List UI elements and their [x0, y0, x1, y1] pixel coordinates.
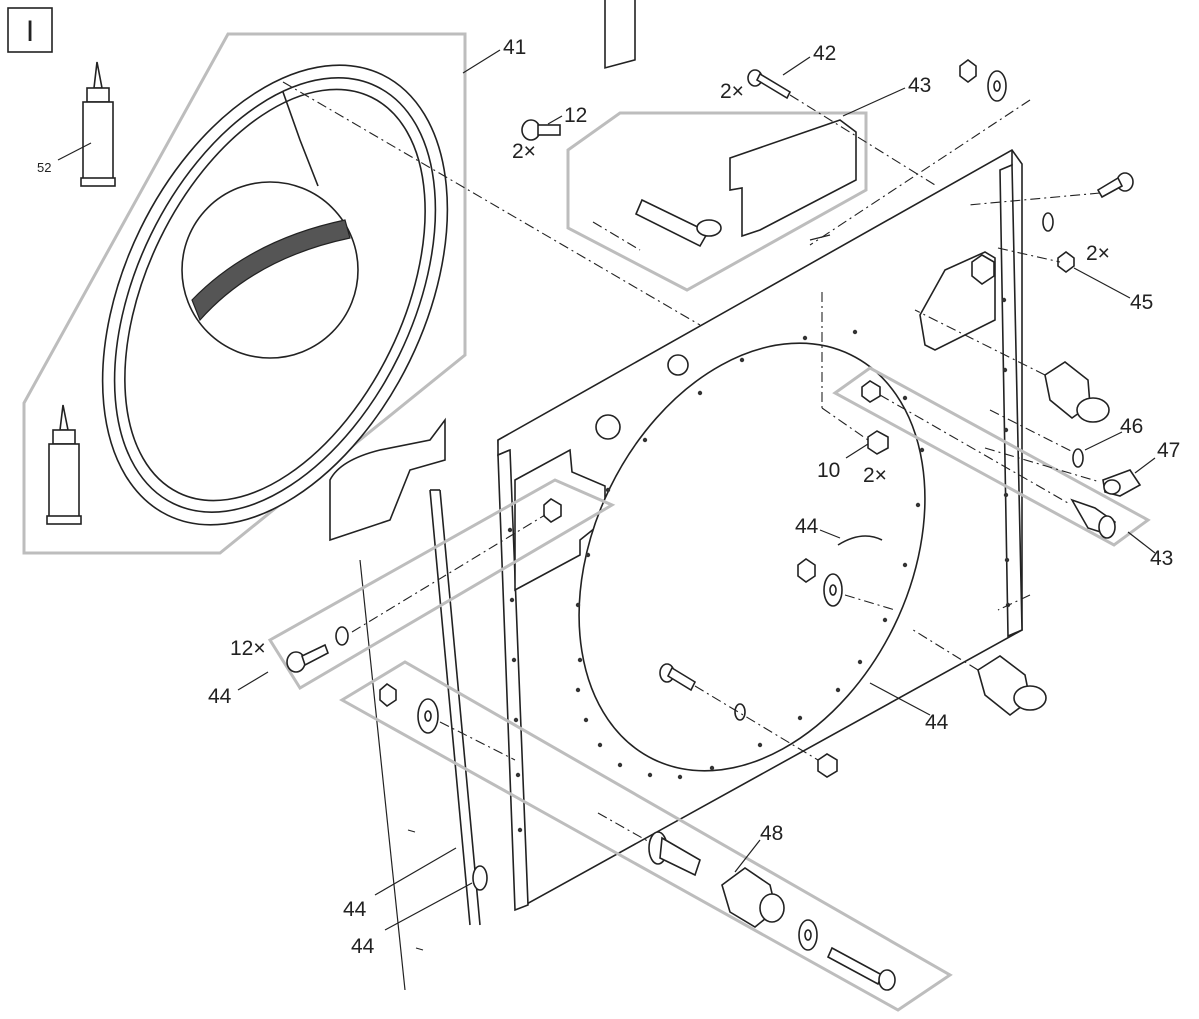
hinge-bracket — [604, 0, 636, 69]
callout-41: 41 — [503, 36, 526, 59]
hinge-assembly-group — [566, 0, 868, 292]
callout-12x: 12× — [230, 637, 266, 660]
nut-washer-top-icon — [959, 59, 1007, 102]
washer-bottom-icon — [472, 865, 488, 891]
section-label: I — [26, 15, 34, 48]
callout-45: 45 — [1130, 291, 1153, 314]
left-hinge-bracket — [329, 417, 481, 991]
screw-45-icon — [1096, 172, 1134, 199]
callout-12: 12 — [564, 104, 587, 127]
hinge-spring-44 — [837, 535, 883, 546]
washer-45-icon — [1042, 212, 1054, 232]
bolt-48-icon — [826, 946, 896, 991]
latch-assembly-group — [832, 366, 1151, 547]
nut-10-icon — [867, 430, 889, 455]
nut-48-icon — [379, 682, 397, 708]
rear-panel — [497, 148, 1023, 912]
screw-lower-icon — [659, 663, 838, 778]
door-roller-bottom-icon — [909, 627, 1047, 717]
fastener-45-group — [967, 172, 1134, 285]
nut-latch-icon — [861, 380, 881, 403]
callout-12-qty: 2× — [512, 140, 536, 163]
callout-44-right: 44 — [925, 711, 949, 734]
fastener-44-left-group — [267, 478, 616, 691]
clip-47-icon — [1102, 469, 1142, 497]
callout-43-top: 43 — [908, 74, 931, 97]
bolt-holes — [507, 297, 1011, 833]
roller-48-group — [339, 660, 953, 1012]
callout-46: 46 — [1120, 415, 1143, 438]
sealant-tube-icon-2 — [46, 404, 82, 525]
callout-44-mid: 44 — [795, 515, 819, 538]
callout-48: 48 — [760, 822, 783, 845]
door-roller-right-icon — [914, 309, 1110, 423]
hinge-cover — [729, 119, 857, 238]
callout-47: 47 — [1157, 439, 1180, 462]
callout-42-qty: 2× — [720, 80, 744, 103]
section-label-box: I — [7, 7, 53, 53]
hinge-arm — [634, 198, 710, 248]
callout-10-qty: 2× — [863, 464, 887, 487]
hinge-pin — [696, 219, 722, 237]
callout-43-right: 43 — [1150, 547, 1173, 570]
washer-46-icon — [1072, 448, 1084, 468]
roller-axle-icon — [648, 831, 701, 877]
nut-washer-mid-icon — [797, 558, 896, 611]
roller-gear-icon — [721, 867, 785, 928]
callout-44-left: 44 — [208, 685, 232, 708]
washer-left-icon — [335, 626, 349, 646]
callout-10: 10 — [817, 459, 840, 482]
callout-44-bottom2: 44 — [351, 935, 375, 958]
nut-45-icon — [1057, 251, 1075, 273]
nut-panel-icon — [971, 254, 995, 285]
screw-left-icon — [286, 643, 329, 673]
callout-45-qty: 2× — [1086, 242, 1110, 265]
callout-44-bottom1: 44 — [343, 898, 367, 921]
seal-detail-inset: 52 — [22, 32, 467, 555]
callout-42: 42 — [813, 42, 836, 65]
screw-12-icon — [521, 119, 561, 141]
seal-magnifier — [181, 181, 359, 359]
callout-52: 52 — [37, 160, 51, 175]
sealant-tube-icon — [80, 61, 116, 187]
screw-42-icon — [747, 69, 792, 100]
seal-profile — [191, 219, 351, 322]
